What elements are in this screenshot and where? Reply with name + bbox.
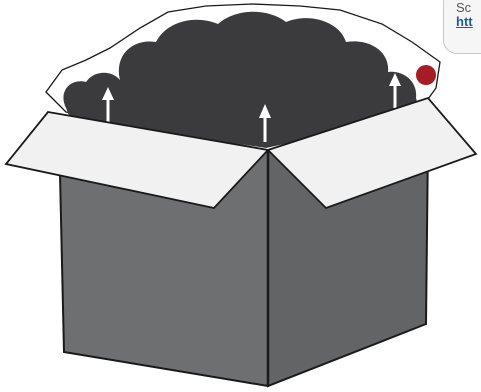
red-dot-icon	[416, 65, 436, 85]
tooltip-text: Sc	[456, 1, 481, 15]
tooltip-link[interactable]: htt	[456, 15, 481, 29]
tooltip-card: Sc htt	[443, 0, 481, 54]
